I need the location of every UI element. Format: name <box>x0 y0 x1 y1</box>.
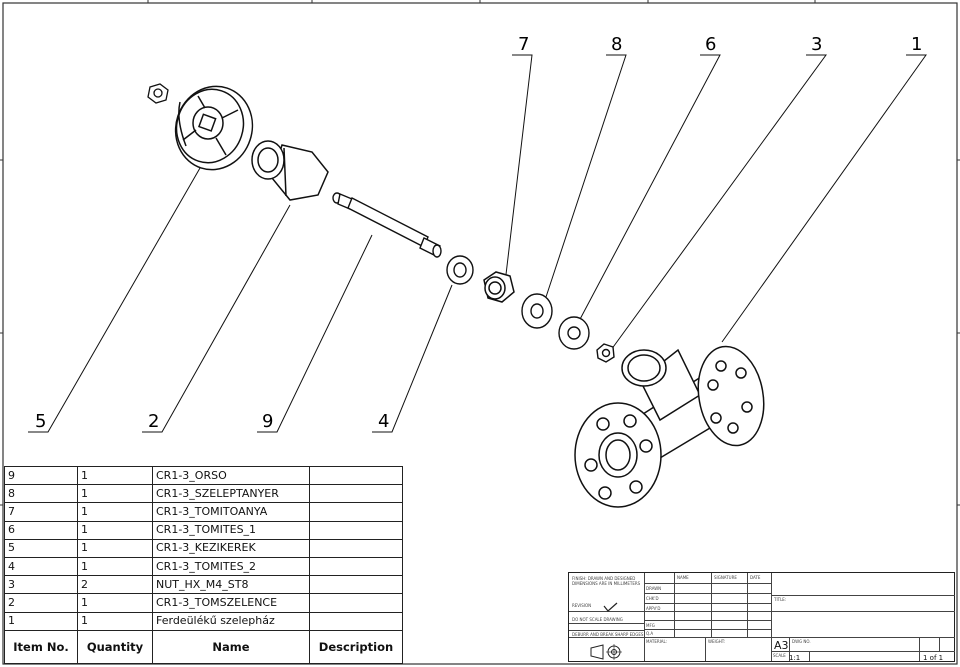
bom-quantity: 1 <box>77 556 153 577</box>
balloon-8: 8 <box>611 34 622 55</box>
tb-row-appvd: APPV'D <box>646 606 661 611</box>
bom-quantity: 1 <box>77 520 153 540</box>
balloon-4: 4 <box>378 411 389 432</box>
part-valve-body <box>574 345 765 508</box>
bom-name: CR1-3_ORSO <box>152 465 310 486</box>
part-seal-2 <box>446 255 474 285</box>
tb-material-label: MATERIAL: <box>646 639 668 644</box>
surface-finish-icon <box>603 602 618 612</box>
frame-ticks <box>0 0 960 506</box>
balloon-2: 2 <box>148 411 159 432</box>
tb-weight-label: WEIGHT: <box>708 639 726 644</box>
bom-description <box>309 575 403 595</box>
part-handwheel <box>174 85 254 171</box>
balloon-3: 3 <box>811 34 822 55</box>
part-spindle <box>332 192 442 258</box>
bom-header-name: Name <box>152 629 310 664</box>
tb-row-qa: Q.A <box>646 631 654 636</box>
bom-name: CR1-3_TOMITES_1 <box>152 520 310 540</box>
bom-name: CR1-3_KEZIKEREK <box>152 538 310 558</box>
tb-title-label: TITLE: <box>774 597 787 602</box>
bom-description <box>309 593 403 613</box>
bom-item-no: 3 <box>4 575 78 595</box>
part-gland <box>251 140 329 201</box>
bom-quantity: 1 <box>77 538 153 558</box>
part-valve-disc <box>521 293 553 329</box>
bom-name: CR1-3_TOMITES_2 <box>152 556 310 577</box>
bom-description <box>309 556 403 577</box>
bom-quantity: 1 <box>77 611 153 631</box>
part-seal-1 <box>558 316 590 350</box>
bom-quantity: 1 <box>77 465 153 486</box>
bom-name: CR1-3_SZELEPTANYER <box>152 484 310 504</box>
bom-header-quantity: Quantity <box>77 629 153 664</box>
tb-label-signature: SIGNATURE <box>714 575 737 580</box>
bom-description <box>309 465 403 486</box>
bom-name: CR1-3_TOMITOANYA <box>152 502 310 522</box>
balloon-9: 9 <box>262 411 273 432</box>
bom-item-no: 1 <box>4 611 78 631</box>
projection-symbol-icon <box>590 644 622 660</box>
bom-name: CR1-3_TOMSZELENCE <box>152 593 310 613</box>
part-nut-small <box>147 83 169 104</box>
bom-name: Ferdeülékű szelepház <box>152 611 310 631</box>
bom-item-no: 2 <box>4 593 78 613</box>
tb-note-1: FINISH: DRAWN AND DESIGNED <box>572 576 636 581</box>
bom-description <box>309 520 403 540</box>
bom-quantity: 1 <box>77 593 153 613</box>
balloon-5: 5 <box>35 411 46 432</box>
bom-quantity: 1 <box>77 502 153 522</box>
bom-description <box>309 538 403 558</box>
tb-row-mfg: MFG <box>646 623 655 628</box>
title-block: FINISH: DRAWN AND DESIGNED DIMENSIONS AR… <box>568 572 955 662</box>
bom-item-no: 4 <box>4 556 78 577</box>
balloon-6: 6 <box>705 34 716 55</box>
tb-revision: REVISION <box>572 603 592 608</box>
bom-quantity: 2 <box>77 575 153 595</box>
part-nut-m4 <box>596 343 615 363</box>
part-packing-nut <box>483 271 515 303</box>
bom-item-no: 6 <box>4 520 78 540</box>
tb-sheet-number: 1 of 1 <box>923 654 944 662</box>
bom-item-no: 5 <box>4 538 78 558</box>
tb-scale-value: 1:1 <box>789 654 801 662</box>
tb-no-scale: DO NOT SCALE DRAWING <box>572 617 623 622</box>
bom-description <box>309 484 403 504</box>
bom-description <box>309 611 403 631</box>
bom-name: NUT_HX_M4_ST8 <box>152 575 310 595</box>
tb-dwg-label: DWG NO. <box>792 639 811 644</box>
tb-row-drawn: DRAWN <box>646 586 662 591</box>
balloon-1: 1 <box>911 34 922 55</box>
bom-quantity: 1 <box>77 484 153 504</box>
bom-header-item-no: Item No. <box>4 629 78 664</box>
bom-item-no: 8 <box>4 484 78 504</box>
tb-scale-label: SCALE <box>773 653 786 658</box>
tb-deburr: DEBURR AND BREAK SHARP EDGES <box>572 632 644 637</box>
bom-item-no: 9 <box>4 465 78 486</box>
bom-item-no: 7 <box>4 502 78 522</box>
tb-sheet-size: A3 <box>774 639 789 652</box>
leader-lines <box>28 54 927 433</box>
tb-note-2: DIMENSIONS ARE IN MILLIMETERS <box>572 581 641 586</box>
balloon-7: 7 <box>518 34 529 55</box>
tb-label-date: DATE <box>750 575 761 580</box>
tb-row-chkd: CHK'D <box>646 596 659 601</box>
bom-description <box>309 502 403 522</box>
tb-label-name: NAME <box>677 575 689 580</box>
bom-header-description: Description <box>309 629 403 664</box>
